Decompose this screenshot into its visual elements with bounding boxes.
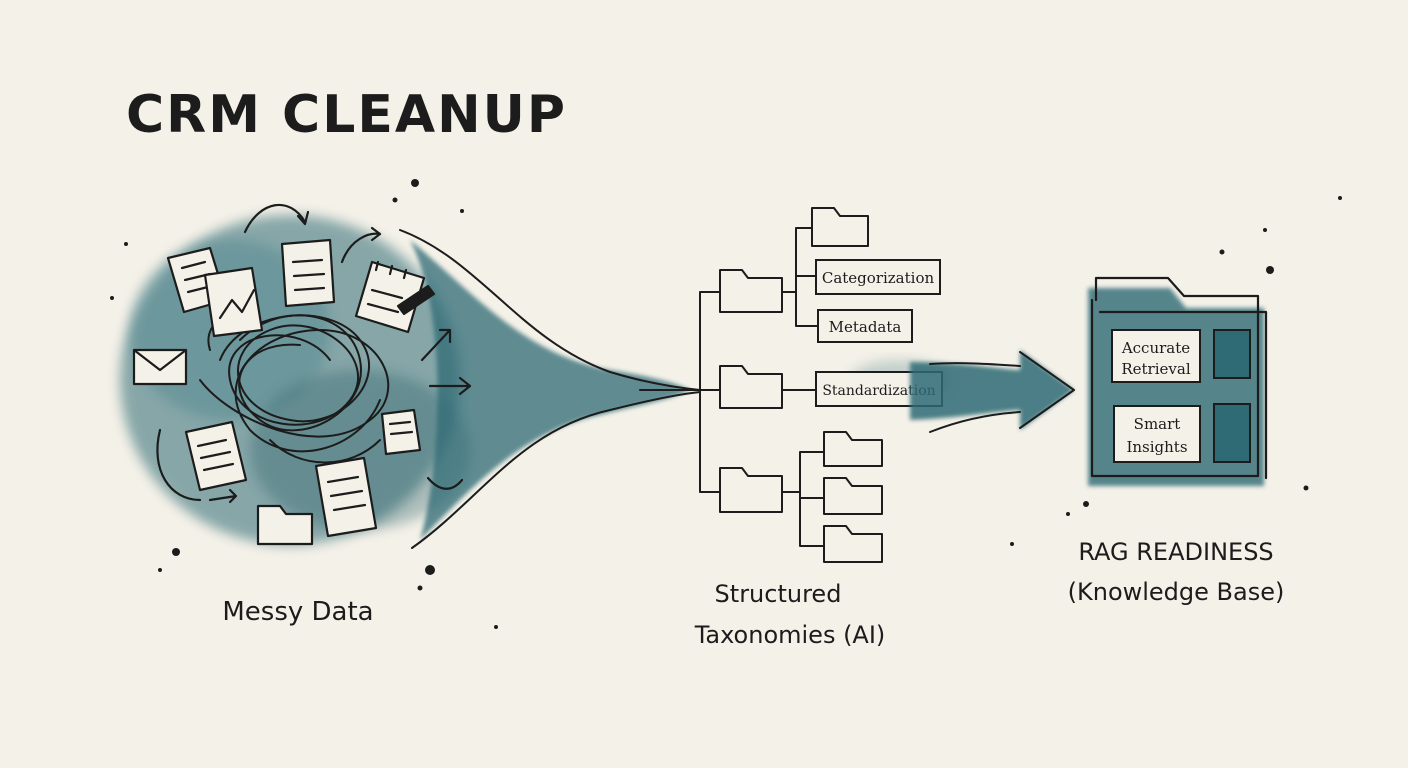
folder-icon — [823, 477, 883, 515]
card-accurate-retrieval: Accurate Retrieval — [1111, 329, 1201, 383]
arrow-icon — [420, 328, 452, 362]
notepad-icon — [354, 260, 426, 334]
node-categorization: Categorization — [815, 259, 941, 295]
curved-arrow-icon — [156, 428, 202, 502]
tangle-scribble — [199, 310, 390, 464]
arrow-icon — [428, 376, 472, 396]
rag-label-line1: RAG READINESS — [1078, 538, 1273, 566]
card-label-line2: Insights — [1126, 438, 1187, 456]
folder-icon — [719, 269, 783, 313]
envelope-icon — [132, 348, 188, 386]
scattered-documents — [132, 203, 472, 546]
folder-icon — [256, 504, 314, 546]
folder-icon — [719, 467, 783, 513]
card-label-line1: Smart — [1134, 415, 1181, 433]
document-icon — [184, 420, 248, 492]
node-label: Metadata — [829, 318, 902, 336]
funnel-outline — [399, 229, 701, 549]
folder-icon — [823, 431, 883, 467]
page-title: CRM CLEANUP — [126, 85, 567, 145]
document-icon — [314, 456, 378, 538]
card-label-line2: Retrieval — [1121, 360, 1190, 378]
rag-label-line2: (Knowledge Base) — [1068, 578, 1285, 606]
node-label: Standardization — [822, 383, 935, 399]
node-label: Categorization — [822, 269, 935, 287]
folder-icon — [811, 207, 869, 247]
curved-arrow-icon — [243, 203, 307, 234]
folder-icon — [823, 525, 883, 563]
ink-spatters — [110, 179, 1342, 629]
messy-data-label: Messy Data — [222, 597, 373, 627]
curved-arrow-icon — [340, 232, 382, 264]
small-document-icon — [380, 408, 422, 456]
knowledge-base-folder: Accurate Retrieval Smart Insights — [1088, 276, 1268, 486]
chart-document-icon — [203, 266, 264, 338]
card-smart-insights: Smart Insights — [1113, 405, 1201, 463]
taxonomy-tree: Categorization Metadata Standardization — [699, 207, 950, 563]
card-label-line1: Accurate — [1121, 339, 1190, 357]
folder-icon — [719, 365, 783, 409]
node-metadata: Metadata — [817, 309, 913, 343]
flow-arrow — [910, 350, 1075, 433]
structured-label-line1: Structured — [715, 580, 842, 608]
structured-label-line2: Taxonomies (AI) — [694, 621, 886, 649]
document-icon — [280, 238, 336, 308]
pen-icon — [396, 284, 436, 316]
curved-arrow-icon — [426, 476, 464, 490]
